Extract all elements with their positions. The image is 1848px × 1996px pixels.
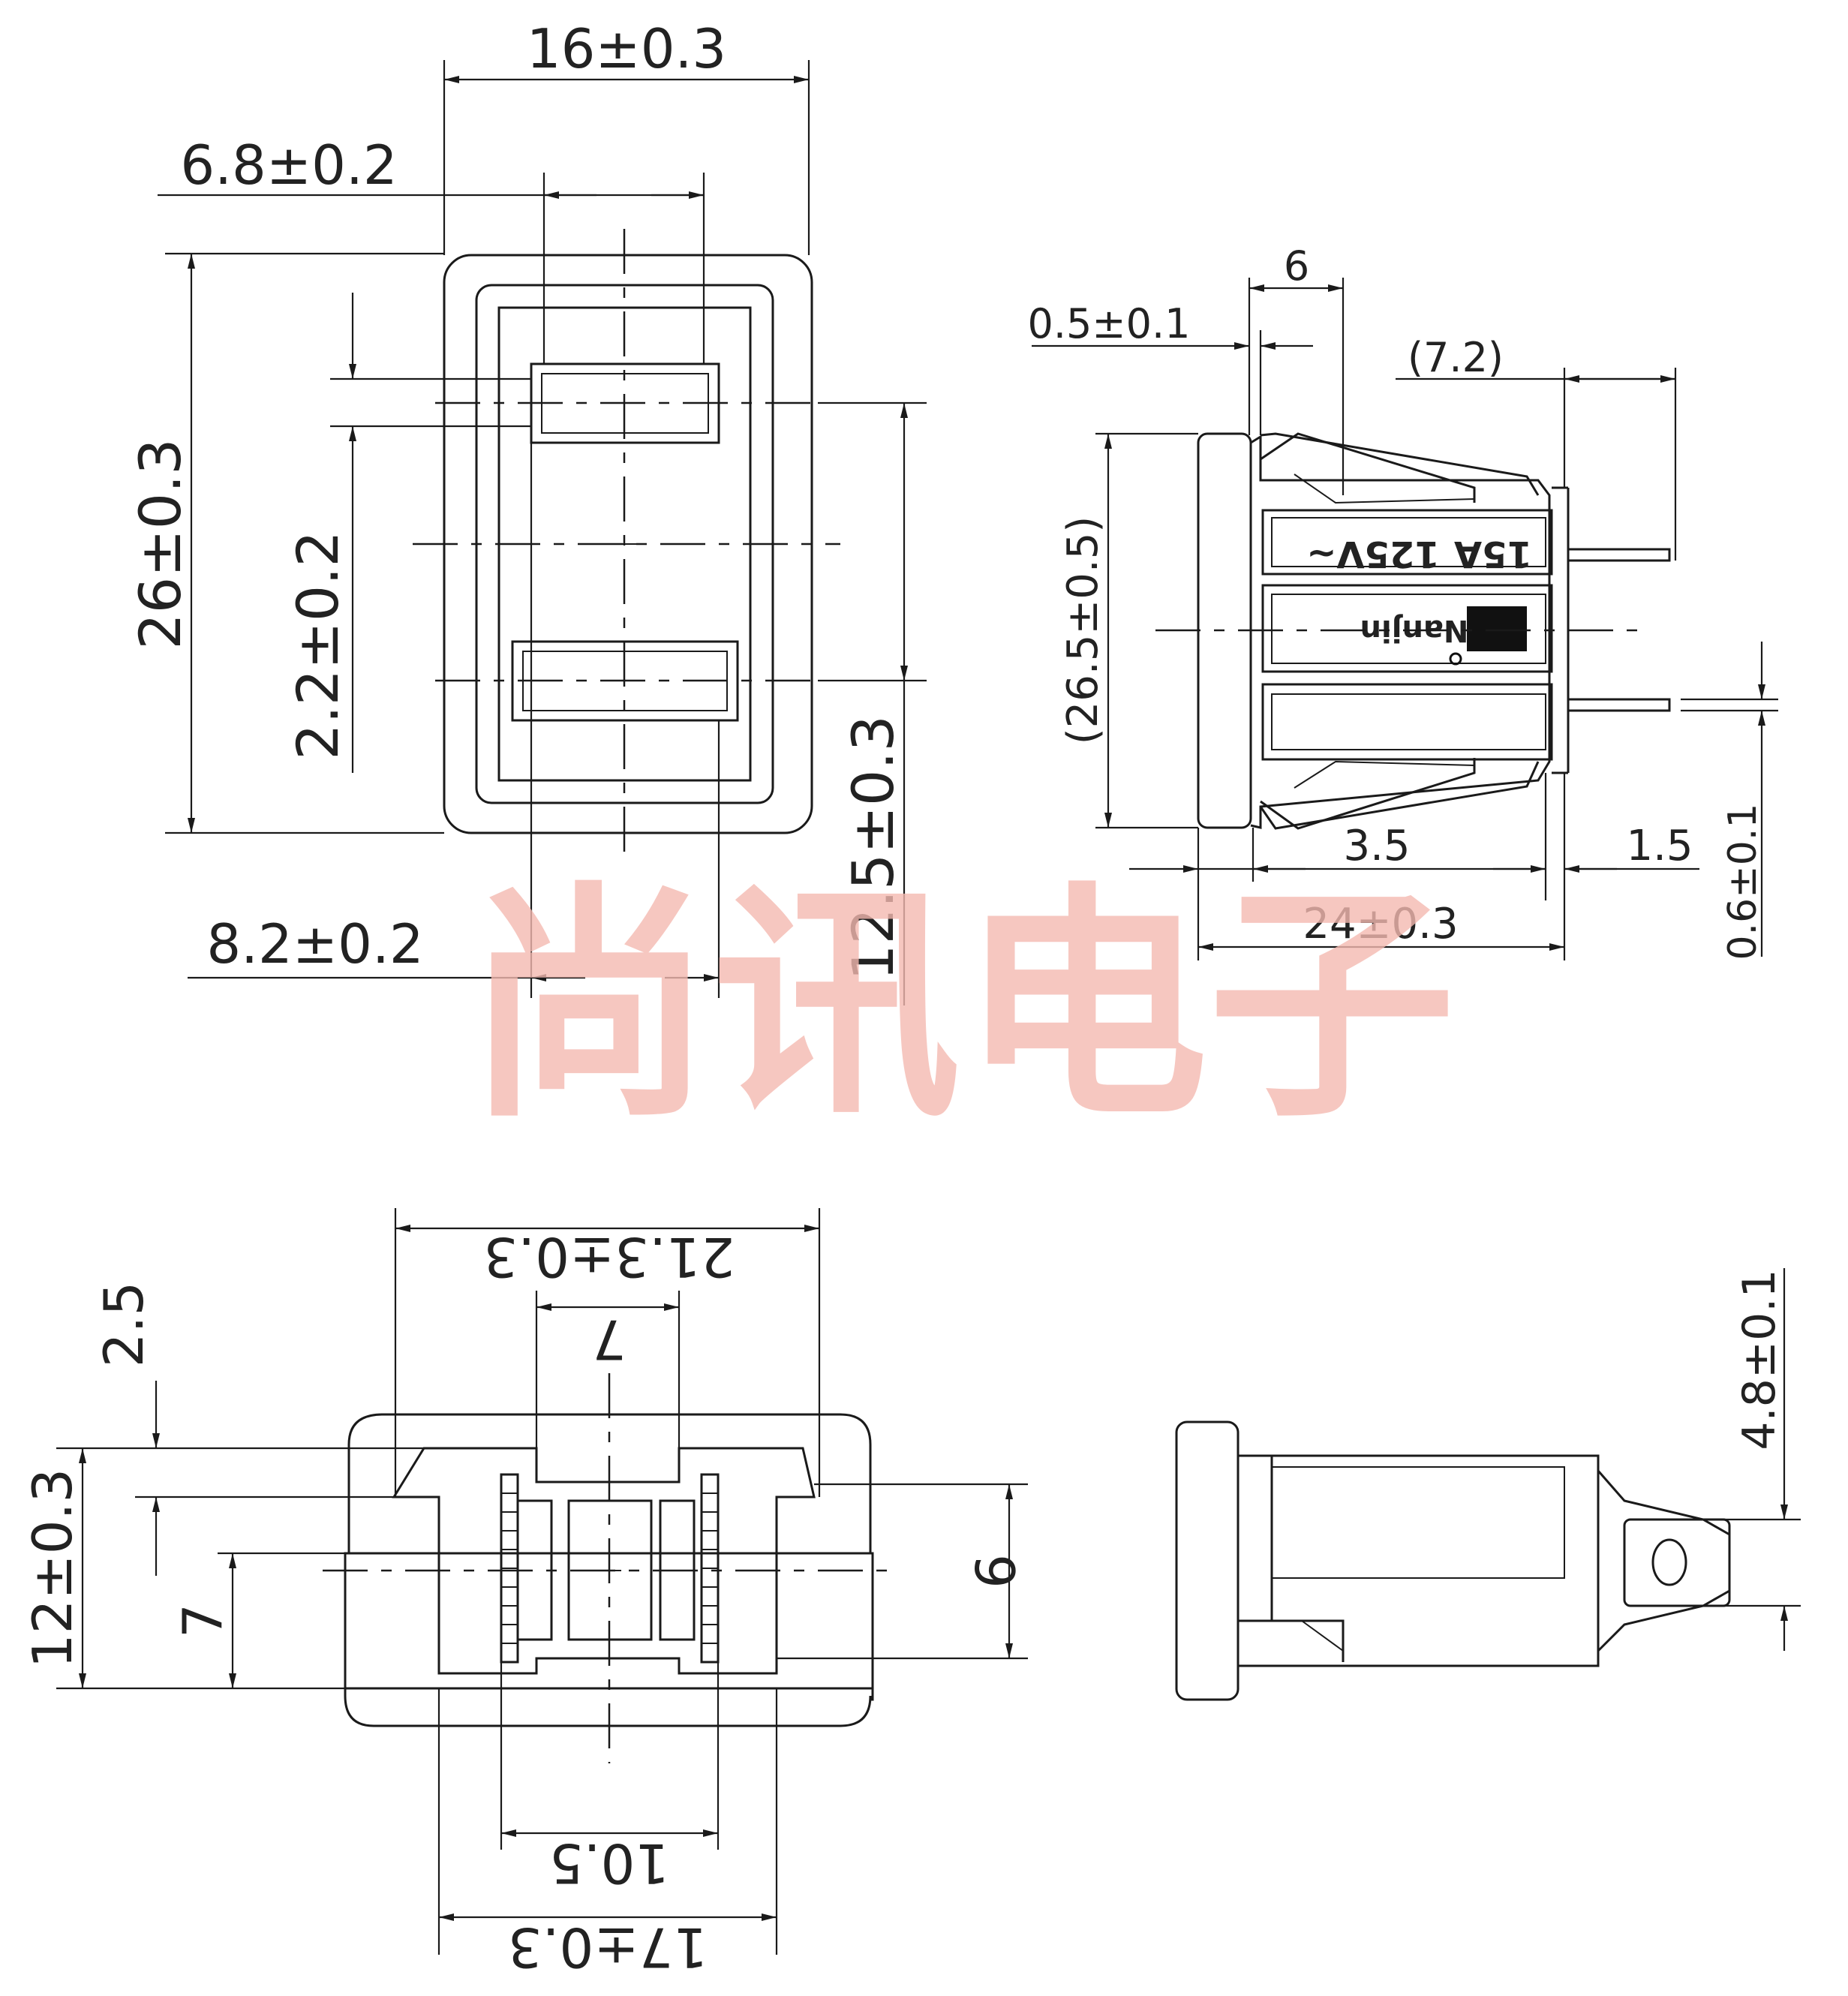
dim-bottom-7-left: 7 bbox=[171, 1604, 234, 1638]
dim-side-depth: 24±0.3 bbox=[1303, 900, 1458, 948]
dim-bottom-9: 9 bbox=[963, 1554, 1026, 1589]
dim-side-ref-7-2: (7.2) bbox=[1408, 334, 1504, 381]
dim-slot-width: 6.8±0.2 bbox=[180, 134, 397, 197]
dim-bottom-2-5: 2.5 bbox=[92, 1282, 155, 1368]
dim-side-1-5: 1.5 bbox=[1626, 822, 1693, 870]
bottom-view: 21.3±0.3 7 2.5 12±0.3 7 9 10.5 17±0.3 bbox=[21, 1208, 1028, 1979]
dim-bottom-10-5: 10.5 bbox=[549, 1832, 669, 1895]
dim-slot-pitch: 12.5±0.3 bbox=[840, 715, 906, 981]
dim-bottom-width-17: 17±0.3 bbox=[508, 1916, 708, 1979]
dim-side-pin-thickness: 0.6±0.1 bbox=[1720, 804, 1765, 960]
dim-height-total: 26±0.3 bbox=[127, 438, 194, 649]
dim-lower-slot-width: 8.2±0.2 bbox=[206, 912, 423, 975]
dim-slot-height: 2.2±0.2 bbox=[284, 531, 351, 759]
terminal-view: 4.8±0.1 bbox=[1175, 1268, 1801, 1701]
dim-bottom-height-12: 12±0.3 bbox=[21, 1468, 84, 1668]
dim-side-thickness: 0.5±0.1 bbox=[1027, 300, 1190, 347]
dim-side-ref-height: (26.5±0.5) bbox=[1059, 516, 1107, 744]
dim-side-3-5: 3.5 bbox=[1343, 822, 1410, 870]
label-rating-amp: 15A bbox=[1454, 533, 1532, 575]
side-view: 15A 125V~ Nanjin bbox=[1027, 242, 1778, 960]
registered-mark-icon bbox=[1449, 652, 1462, 666]
dim-side-top-6: 6 bbox=[1284, 242, 1309, 290]
brand-logo-icon bbox=[1467, 606, 1527, 651]
front-view: 16±0.3 6.8±0.2 26±0.3 2.2±0.2 12.5±0.3 8… bbox=[127, 17, 927, 1006]
watermark-text: 尚讯电子 bbox=[465, 859, 1456, 1150]
dim-terminal-pin-width: 4.8±0.1 bbox=[1733, 1269, 1786, 1450]
label-rating-volt: 125V~ bbox=[1306, 533, 1440, 575]
dim-bottom-7-top: 7 bbox=[592, 1308, 627, 1371]
pin-ribs bbox=[501, 1492, 718, 1644]
dim-width-total: 16±0.3 bbox=[527, 17, 726, 80]
dim-bottom-width-21-3: 21.3±0.3 bbox=[483, 1225, 735, 1288]
